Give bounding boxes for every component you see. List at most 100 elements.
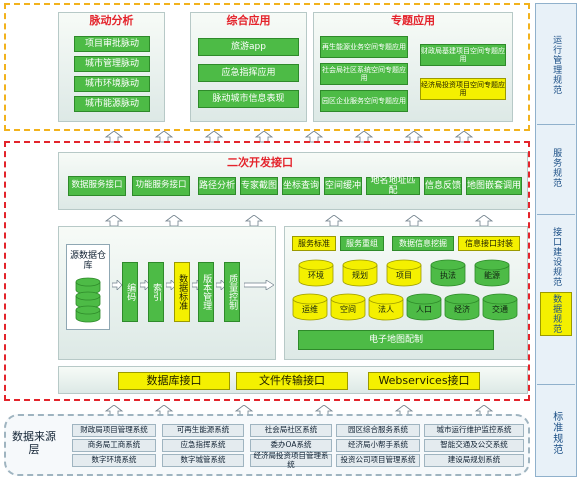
up-arrows-row-1 <box>100 128 520 143</box>
sidebar-divider <box>537 214 575 215</box>
data-service-interface[interactable]: 数据服务接口 <box>68 176 126 196</box>
pulse-item-project[interactable]: 项目审批脉动 <box>74 36 150 52</box>
source-system-item[interactable]: 经济局小帮手系统 <box>336 439 420 452</box>
sidebar-item-service-spec: 服务规范 <box>551 148 562 188</box>
source-system-item[interactable]: 可再生能源系统 <box>162 424 244 437</box>
sidebar-item-standard-spec: 标准规范 <box>550 411 562 455</box>
database-cylinder-icon <box>330 293 366 321</box>
integrated-item-city-info[interactable]: 脉动城市信息表现 <box>198 90 299 108</box>
secondary-dev-title: 二次开发接口 <box>227 155 293 169</box>
data-cylinder-0[interactable]: 环境 <box>296 258 336 288</box>
info-interface-wrap[interactable]: 信息接口封装 <box>458 236 520 251</box>
data-cylinder-label: 项目 <box>396 271 412 280</box>
integrated-app-title: 综合应用 <box>226 13 271 27</box>
up-arrows-row-2 <box>100 212 520 227</box>
step-index[interactable]: 索引 <box>148 262 164 322</box>
data-source-title: 数据来源层 <box>12 430 56 456</box>
integrated-item-travel[interactable]: 旅游app <box>198 38 299 56</box>
source-system-item[interactable]: 经济局投资项目管理系统 <box>250 451 332 468</box>
sidebar-divider <box>537 124 575 125</box>
data-cylinder-6[interactable]: 空间 <box>328 292 368 322</box>
step-data-standard[interactable]: 数据标准 <box>174 262 190 322</box>
database-cylinder-icon <box>444 293 480 321</box>
step-encoding[interactable]: 编码 <box>122 262 138 322</box>
database-cylinder-icon <box>406 293 442 321</box>
data-cylinder-label: 人口 <box>416 305 432 314</box>
source-system-item[interactable]: 城市运行维护监控系统 <box>424 424 524 437</box>
database-cylinder-icon <box>386 259 422 287</box>
right-arrow-icon <box>216 280 226 290</box>
data-cylinder-5[interactable]: 运维 <box>290 292 330 322</box>
right-arrow-icon <box>244 280 274 290</box>
source-system-item[interactable]: 园区综合服务系统 <box>336 424 420 437</box>
func-map-embed[interactable]: 地图嵌套调用 <box>466 177 522 195</box>
pulse-item-urban-mgmt[interactable]: 城市管理脉动 <box>74 56 150 72</box>
func-coordinate-query[interactable]: 坐标查询 <box>282 177 320 195</box>
data-cylinder-7[interactable]: 法人 <box>366 292 406 322</box>
source-system-item[interactable]: 建设局规划系统 <box>424 454 524 467</box>
special-item-renewable[interactable]: 再生能源业务空间专题应用 <box>320 36 408 58</box>
data-cylinder-label: 经济 <box>454 305 470 314</box>
right-arrow-icon <box>166 280 176 290</box>
source-system-item[interactable]: 社会局社区系统 <box>250 424 332 437</box>
pulse-item-environment[interactable]: 城市环境脉动 <box>74 76 150 92</box>
webservices-interface[interactable]: Webservices接口 <box>368 372 480 390</box>
source-system-item[interactable]: 数字环境系统 <box>72 454 156 467</box>
service-reorganize[interactable]: 服务重组 <box>340 236 384 251</box>
warehouse-database-icon <box>75 277 101 323</box>
source-system-item[interactable]: 数字城管系统 <box>162 454 244 467</box>
func-spatial-buffer[interactable]: 空间缓冲 <box>324 177 362 195</box>
service-standard[interactable]: 服务标准 <box>292 236 336 251</box>
right-arrow-icon <box>112 280 122 290</box>
data-cylinder-label: 空间 <box>340 305 356 314</box>
data-cylinder-label: 交通 <box>492 305 508 314</box>
source-system-item[interactable]: 财政局项目管理系统 <box>72 424 156 437</box>
function-service-interface[interactable]: 功能服务接口 <box>132 176 190 196</box>
source-system-item[interactable]: 投资公司项目管理系统 <box>336 454 420 467</box>
electronic-map-config[interactable]: 电子地图配制 <box>298 330 494 350</box>
database-cylinder-icon <box>298 259 334 287</box>
data-info-mining[interactable]: 数据信息挖掘 <box>392 236 454 251</box>
data-cylinder-1[interactable]: 规划 <box>340 258 380 288</box>
pulse-analysis-title: 脉动分析 <box>89 13 134 27</box>
file-transfer-interface[interactable]: 文件传输接口 <box>236 372 348 390</box>
pulse-item-energy[interactable]: 城市能源脉动 <box>74 96 150 112</box>
data-cylinder-10[interactable]: 交通 <box>480 292 520 322</box>
up-arrows-row-3 <box>100 402 520 417</box>
source-system-item[interactable]: 智能交通及公交系统 <box>424 439 524 452</box>
step-quality-control[interactable]: 质量控制 <box>224 262 240 322</box>
database-cylinder-icon <box>342 259 378 287</box>
func-path-analysis[interactable]: 路径分析 <box>198 177 236 195</box>
database-cylinder-icon <box>474 259 510 287</box>
service-data-layer <box>4 141 530 401</box>
database-cylinder-icon <box>430 259 466 287</box>
func-address-match[interactable]: 地名地址匹配 <box>366 176 420 196</box>
data-cylinder-4[interactable]: 能源 <box>472 258 512 288</box>
data-cylinder-9[interactable]: 经济 <box>442 292 482 322</box>
func-info-feedback[interactable]: 信息反馈 <box>424 177 462 195</box>
special-item-investment[interactable]: 经济局投资项目空间专题应用 <box>420 78 506 100</box>
database-cylinder-icon <box>368 293 404 321</box>
database-cylinder-icon <box>482 293 518 321</box>
warehouse-label: 源数据仓库 <box>69 250 106 271</box>
special-item-park[interactable]: 园区企业服务空间专题应用 <box>320 90 408 112</box>
application-layer <box>4 3 530 131</box>
standards-sidebar <box>535 3 577 477</box>
data-cylinder-2[interactable]: 项目 <box>384 258 424 288</box>
source-system-item[interactable]: 委办OA系统 <box>250 439 332 452</box>
database-interface[interactable]: 数据库接口 <box>118 372 230 390</box>
source-system-item[interactable]: 商务局工商系统 <box>72 439 156 452</box>
database-cylinder-icon <box>292 293 328 321</box>
source-system-item[interactable]: 应急指挥系统 <box>162 439 244 452</box>
sidebar-item-ops-spec: 运行管理规范 <box>551 35 562 95</box>
data-cylinder-8[interactable]: 人口 <box>404 292 444 322</box>
special-item-community[interactable]: 社会局社区系统空间专题应用 <box>320 63 408 85</box>
data-cylinder-label: 规划 <box>352 271 368 280</box>
step-version-mgmt[interactable]: 版本管理 <box>198 262 214 322</box>
integrated-item-emergency[interactable]: 应急指挥应用 <box>198 64 299 82</box>
func-expert-screenshot[interactable]: 专家截图 <box>240 177 278 195</box>
sidebar-divider <box>537 384 575 385</box>
special-item-finance[interactable]: 财政局基建项目空间专题应用 <box>420 44 506 66</box>
data-cylinder-3[interactable]: 执法 <box>428 258 468 288</box>
data-cylinder-label: 执法 <box>440 271 456 280</box>
